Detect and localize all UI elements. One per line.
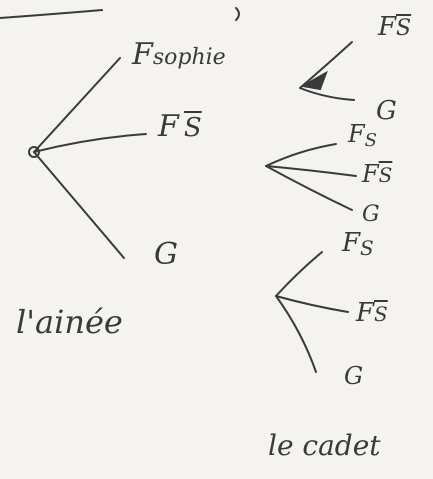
subtree-3-label-f-sbar: FS [356,300,388,326]
label-f-sophie: Fsophie [132,40,226,70]
subtree-3-lower-branch [275,295,317,373]
event-subscript: S [396,16,412,41]
caption-aine: l'ainée [16,303,123,341]
event-subscript: S [183,113,202,143]
event-letter: G [376,96,397,126]
event-subscript: S [360,236,374,260]
label-g: G [154,240,178,270]
branch-f-sbar [33,133,147,153]
subtree-3-middle-branch [275,295,349,313]
event-letter: F [362,160,379,188]
subtree-3-label-g: G [344,364,363,388]
subtree-2-label-f-s: FS [348,122,377,150]
event-note: sophie [152,45,226,70]
event-letter: G [344,362,364,390]
stray-stroke [0,9,103,19]
event-subscript: S [378,163,393,187]
event-letter: F [158,109,179,144]
label-f-sbar: F S [158,112,202,142]
subtree-2-lower-branch [265,165,353,211]
caption-cadet: le cadet [268,429,381,462]
event-subscript: S [364,130,377,151]
event-letter: F [342,228,361,258]
event-letter: G [154,237,178,272]
event-letter: F [348,120,365,148]
subtree-1-upper-branch [299,41,353,89]
event-letter: F [378,12,397,42]
event-letter: F [132,37,153,72]
event-letter: G [362,202,380,227]
subtree-2-label-g: G [362,204,380,226]
stray-mark [235,7,240,21]
subtree-1-label-g: G [376,98,397,124]
subtree-1-fill [300,70,328,91]
subtree-2-label-f-sbar: FS [362,162,392,186]
event-letter: F [356,298,375,328]
event-subscript: S [374,302,388,326]
root-node [28,146,40,158]
branch-g [33,151,125,259]
subtree-2-middle-branch [265,165,357,177]
subtree-1-label-f-sbar: FS [378,14,411,40]
subtree-3-upper-branch [275,251,323,297]
branch-f-sophie [33,57,121,153]
subtree-1-lower-branch [299,87,355,101]
subtree-2-upper-branch [265,143,337,167]
subtree-3-label-f-s: FS [342,230,374,258]
